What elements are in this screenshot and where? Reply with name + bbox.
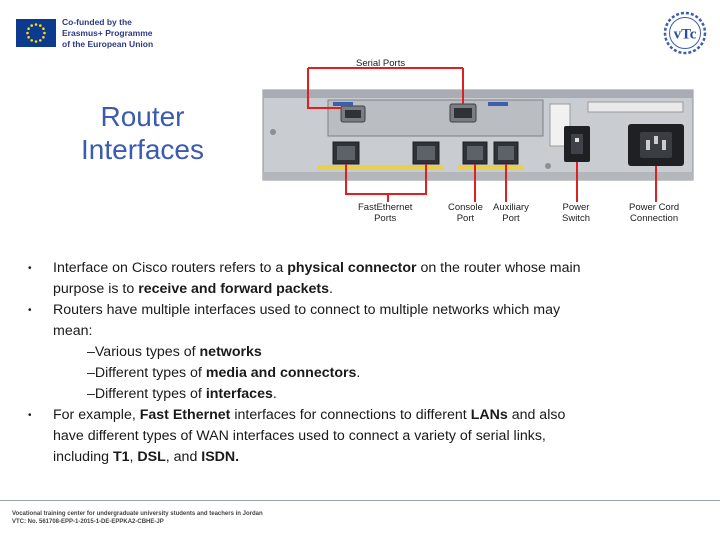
- title-line-2: Interfaces: [81, 134, 204, 165]
- callout-fastethernet-text-1: FastEthernet: [358, 202, 413, 213]
- console-aux-label-strip: [458, 165, 523, 170]
- b3-and: , and: [165, 449, 202, 465]
- sub1-bold-networks: networks: [199, 344, 262, 360]
- footer-divider: [0, 500, 720, 501]
- fastethernet-label-strip: [318, 165, 443, 170]
- b1-text-1: Interface on Cisco routers refers to a: [53, 260, 288, 276]
- callout-line-serial-left: [307, 68, 341, 109]
- serial-port-1-pins: [345, 110, 361, 118]
- bullet-item-1: • Interface on Cisco routers refers to a…: [24, 258, 704, 300]
- callout-power-switch: Power Switch: [562, 202, 590, 224]
- callout-power-text-2: Switch: [562, 213, 590, 224]
- power-switch-mark: [575, 138, 579, 142]
- callout-console-text-1: Console: [448, 202, 483, 213]
- eu-line-3: of the European Union: [62, 39, 154, 49]
- chassis-screw-1: [270, 129, 276, 135]
- callout-aux-text-1: Auxiliary: [493, 202, 529, 213]
- b3-text-1: For example,: [53, 407, 140, 423]
- eu-line-2: Erasmus+ Programme: [62, 28, 153, 38]
- footer-line-2: VTC: No. 561708-EPP-1-2015-1-DE-EPPKA2-C…: [12, 519, 164, 525]
- router-chassis-top-edge: [263, 90, 693, 98]
- callout-fastethernet-ports: FastEthernet Ports: [358, 202, 412, 224]
- router-illustration: [262, 67, 694, 202]
- b3-bold-fast-ethernet: Fast Ethernet: [139, 407, 231, 423]
- fastethernet-port-1-jack: [337, 146, 355, 160]
- b3-bold-dsl: DSL: [137, 449, 166, 465]
- eu-programme-text: Co-funded by the Erasmus+ Programme of t…: [62, 17, 153, 50]
- callout-serial-text: Serial Ports: [356, 58, 406, 69]
- b3-text-3: interfaces for connections to different: [230, 407, 471, 423]
- footer-line-1: Vocational training center for undergrad…: [12, 511, 263, 517]
- b1-bold-receive-forward: receive and forward packets: [138, 281, 330, 297]
- title-line-1: Router: [100, 101, 185, 132]
- callout-power-text-1: Power: [562, 202, 590, 213]
- power-cord-pin-3: [654, 136, 658, 144]
- callout-cord-text-2: Connection: [630, 213, 679, 224]
- b2-text-1: Routers have multiple interfaces used to…: [53, 302, 561, 318]
- sub-item-3: –Different types of interfaces.: [24, 384, 704, 405]
- callout-fastethernet-text-2: Ports: [374, 213, 397, 224]
- router-chassis-bottom-edge: [263, 172, 693, 180]
- b3-bold-lans: LANs: [470, 407, 508, 423]
- model-sticker: [587, 101, 684, 113]
- b1-bold-physical-connector: physical connector: [287, 260, 417, 276]
- vtc-logo-text: vTc: [674, 27, 697, 43]
- footer-text: Vocational training center for undergrad…: [12, 510, 263, 526]
- callout-serial-ports: Serial Ports: [356, 58, 405, 69]
- sub3-period: .: [272, 386, 277, 402]
- power-cord-pin-2: [662, 140, 666, 150]
- bullet-item-3: • For example, Fast Ethernet interfaces …: [24, 405, 704, 468]
- b1-text-4: purpose is to: [53, 281, 139, 297]
- bullet-dot-3: •: [28, 410, 32, 421]
- serial-port-2-pins: [454, 108, 472, 118]
- callout-aux-text-2: Port: [502, 213, 520, 224]
- power-switch-rocker: [571, 134, 583, 154]
- b3-text-6: have different types of WAN interfaces u…: [53, 428, 546, 444]
- auxiliary-port-jack: [498, 146, 514, 160]
- fastethernet-port-2-jack: [417, 146, 435, 160]
- b3-bold-isdn: ISDN.: [201, 449, 240, 465]
- chassis-screw-2: [545, 163, 551, 169]
- sub-item-2: –Different types of media and connectors…: [24, 363, 704, 384]
- b3-text-7: including: [53, 449, 113, 465]
- bullet-item-2: • Routers have multiple interfaces used …: [24, 300, 704, 342]
- power-cord-socket: [640, 132, 672, 158]
- callout-console-text-2: Port: [456, 213, 475, 224]
- b1-text-6: .: [329, 281, 333, 297]
- b1-text-3: on the router whose main: [416, 260, 581, 276]
- sub2-period: .: [356, 365, 361, 381]
- b3-bold-t1: T1: [112, 449, 130, 465]
- b3-comma-1: ,: [129, 449, 138, 465]
- eu-line-1: Co-funded by the: [62, 17, 132, 27]
- eu-flag-logo: [16, 19, 56, 47]
- bullet-dot-2: •: [28, 305, 32, 316]
- sub3-text: –Different types of: [87, 386, 206, 402]
- b3-text-5: and also: [507, 407, 566, 423]
- bullet-list: • Interface on Cisco routers refers to a…: [24, 258, 704, 468]
- callout-console-port: Console Port: [448, 202, 483, 224]
- callout-cord-text-1: Power Cord: [629, 202, 680, 213]
- vtc-logo: vTc: [658, 10, 712, 56]
- sub1-text: –Various types of: [87, 344, 200, 360]
- callout-line-fastethernet: [345, 164, 427, 195]
- b2-text-2: mean:: [53, 323, 93, 339]
- slide-title: Router Interfaces: [50, 100, 235, 166]
- bullet-dot-1: •: [28, 263, 32, 274]
- callout-lines: [307, 67, 657, 202]
- router-back-panel-figure: Serial Ports FastEthernet Ports Console …: [258, 54, 698, 226]
- wic-label-1: [333, 102, 353, 106]
- sub3-bold-interfaces: interfaces: [205, 386, 273, 402]
- callout-power-cord: Power Cord Connection: [629, 202, 679, 224]
- sub2-bold-media: media and connectors: [205, 365, 357, 381]
- wic-label-2: [488, 102, 508, 106]
- power-cord-pin-1: [646, 140, 650, 150]
- sub-item-1: –Various types of networks: [24, 342, 704, 363]
- callout-auxiliary-port: Auxiliary Port: [493, 202, 529, 224]
- console-port-jack: [467, 146, 483, 160]
- sub2-text: –Different types of: [87, 365, 206, 381]
